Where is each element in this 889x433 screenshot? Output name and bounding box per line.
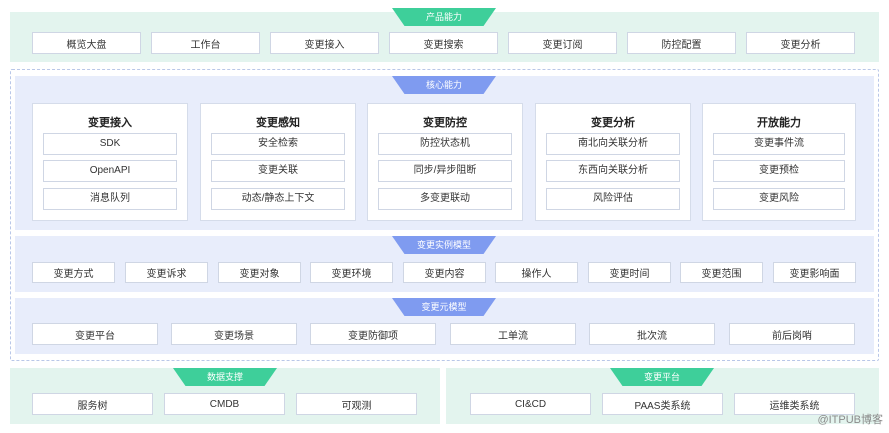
product-item[interactable]: 变更搜索 [389, 32, 498, 54]
instance-model-item[interactable]: 变更环境 [310, 262, 393, 283]
core-card-title: 变更防控 [423, 117, 467, 129]
instance-model-item[interactable]: 变更时间 [588, 262, 671, 283]
product-item[interactable]: 变更分析 [746, 32, 855, 54]
core-model-container [10, 69, 879, 361]
core-card-title: 变更接入 [88, 117, 132, 129]
product-item[interactable]: 防控配置 [627, 32, 736, 54]
core-card-item[interactable]: 东西向关联分析 [546, 160, 680, 182]
product-item[interactable]: 工作台 [151, 32, 260, 54]
instance-model-item[interactable]: 变更诉求 [125, 262, 208, 283]
core-card-item[interactable]: 变更事件流 [713, 133, 845, 155]
instance-model-item[interactable]: 变更方式 [32, 262, 115, 283]
product-tab: 产品能力 [392, 8, 496, 26]
meta-model-item[interactable]: 变更平台 [32, 323, 158, 345]
core-card-item[interactable]: 变更风险 [713, 188, 845, 210]
meta-model-item[interactable]: 批次流 [589, 323, 715, 345]
core-card-item[interactable]: 变更预检 [713, 160, 845, 182]
instance-model-item[interactable]: 变更内容 [403, 262, 486, 283]
product-item[interactable]: 变更订阅 [508, 32, 617, 54]
change-platform-item[interactable]: 运维类系统 [734, 393, 855, 415]
core-card-item[interactable]: 多变更联动 [378, 188, 512, 210]
core-card-title: 开放能力 [757, 117, 801, 129]
core-card-item[interactable]: 同步/异步阻断 [378, 160, 512, 182]
core-card-item[interactable]: OpenAPI [43, 160, 177, 182]
instance-model-item[interactable]: 变更对象 [218, 262, 301, 283]
instance-model-item[interactable]: 变更影响面 [773, 262, 856, 283]
core-card-item[interactable]: SDK [43, 133, 177, 155]
core-card: 变更分析 南北向关联分析 东西向关联分析 风险评估 [535, 103, 691, 221]
core-card-item[interactable]: 消息队列 [43, 188, 177, 210]
meta-model-item[interactable]: 前后岗哨 [729, 323, 855, 345]
core-card-item[interactable]: 动态/静态上下文 [211, 188, 345, 210]
core-card-item[interactable]: 防控状态机 [378, 133, 512, 155]
meta-model-tab: 变更元模型 [392, 298, 496, 316]
core-card-item[interactable]: 南北向关联分析 [546, 133, 680, 155]
product-item[interactable]: 变更接入 [270, 32, 379, 54]
core-tab: 核心能力 [392, 76, 496, 94]
change-platform-item[interactable]: CI&CD [470, 393, 591, 415]
instance-model-item[interactable]: 操作人 [495, 262, 578, 283]
data-support-tab: 数据支撑 [173, 368, 277, 386]
data-support-item[interactable]: 服务树 [32, 393, 153, 415]
core-card: 变更接入 SDK OpenAPI 消息队列 [32, 103, 188, 221]
meta-model-item[interactable]: 变更场景 [171, 323, 297, 345]
core-card-item[interactable]: 风险评估 [546, 188, 680, 210]
change-platform-item[interactable]: PAAS类系统 [602, 393, 723, 415]
change-platform-tab: 变更平台 [610, 368, 714, 386]
instance-model-item[interactable]: 变更范围 [680, 262, 763, 283]
core-card: 变更感知 安全检索 变更关联 动态/静态上下文 [200, 103, 356, 221]
data-support-item[interactable]: 可观测 [296, 393, 417, 415]
core-card-title: 变更感知 [256, 117, 300, 129]
core-card: 变更防控 防控状态机 同步/异步阻断 多变更联动 [367, 103, 523, 221]
meta-model-item[interactable]: 变更防御项 [310, 323, 436, 345]
core-card-title: 变更分析 [591, 117, 635, 129]
instance-model-tab: 变更实例模型 [392, 236, 496, 254]
core-card-item[interactable]: 变更关联 [211, 160, 345, 182]
core-card: 开放能力 变更事件流 变更预检 变更风险 [702, 103, 856, 221]
product-item[interactable]: 概览大盘 [32, 32, 141, 54]
meta-model-item[interactable]: 工单流 [450, 323, 576, 345]
data-support-item[interactable]: CMDB [164, 393, 285, 415]
core-card-item[interactable]: 安全检索 [211, 133, 345, 155]
watermark: @ITPUB博客 [817, 414, 883, 426]
